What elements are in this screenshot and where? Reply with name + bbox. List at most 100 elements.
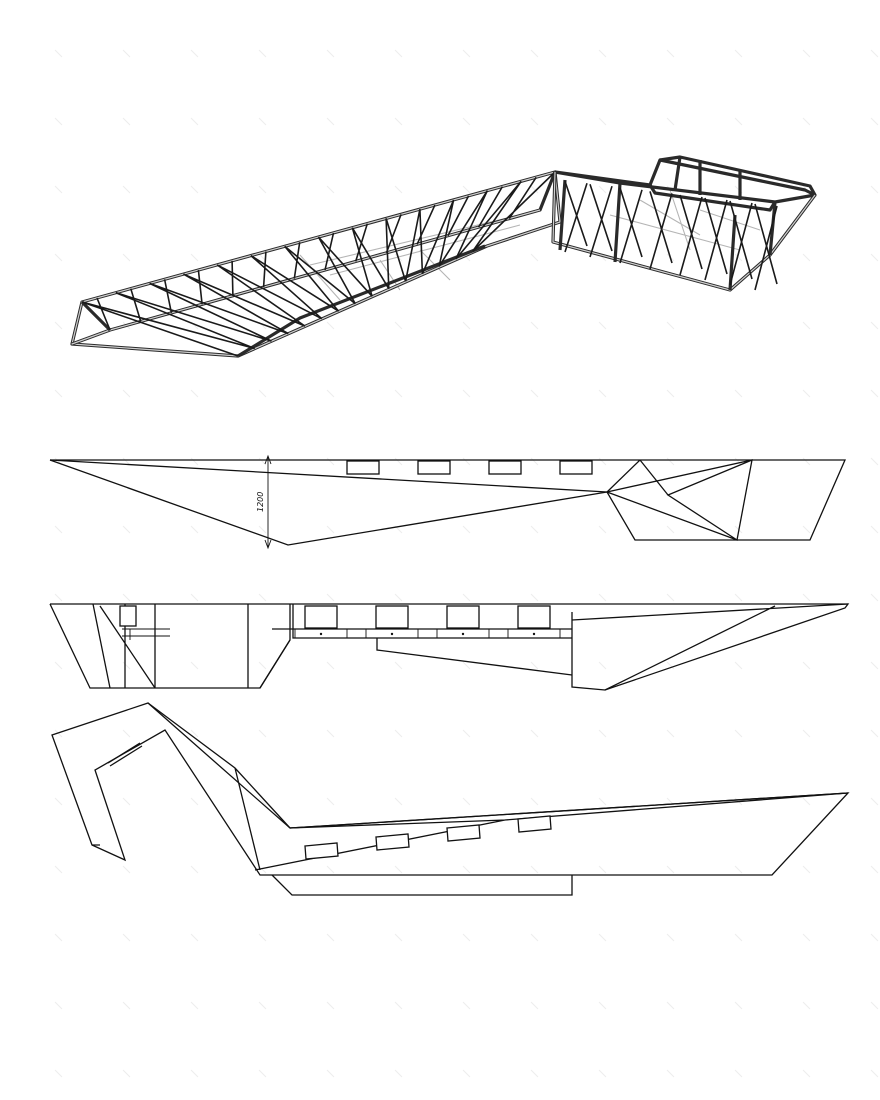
watermark-tick bbox=[462, 321, 471, 330]
elevation-left-block bbox=[49, 603, 291, 689]
watermark-tick bbox=[802, 49, 811, 58]
watermark-tick bbox=[530, 797, 539, 806]
watermark-tick bbox=[54, 661, 63, 670]
watermark-tick bbox=[462, 933, 471, 942]
watermark-tick bbox=[190, 933, 199, 942]
watermark-tick bbox=[666, 593, 675, 602]
plan-window-2 bbox=[417, 460, 451, 475]
elevation-left-shelf bbox=[122, 628, 170, 640]
watermark-tick bbox=[190, 525, 199, 534]
watermark-tick bbox=[122, 49, 131, 58]
watermark-tick bbox=[870, 525, 879, 534]
watermark-tick bbox=[394, 661, 403, 670]
watermark-tick bbox=[394, 457, 403, 466]
watermark-tick bbox=[54, 389, 63, 398]
watermark-tick bbox=[326, 593, 335, 602]
watermark-tick bbox=[258, 729, 267, 738]
watermark-tick bbox=[462, 49, 471, 58]
watermark-tick bbox=[530, 1069, 539, 1078]
watermark-tick bbox=[666, 1001, 675, 1010]
watermark-tick bbox=[462, 457, 471, 466]
watermark-tick bbox=[666, 865, 675, 874]
watermark-tick bbox=[190, 593, 199, 602]
watermark-tick bbox=[530, 593, 539, 602]
rear-base bbox=[271, 874, 573, 896]
watermark-tick bbox=[326, 865, 335, 874]
watermark-tick bbox=[666, 321, 675, 330]
watermark-tick bbox=[734, 1001, 743, 1010]
watermark-tick bbox=[802, 253, 811, 262]
watermark-tick bbox=[734, 1069, 743, 1078]
watermark-tick bbox=[462, 185, 471, 194]
watermark-tick bbox=[870, 1001, 879, 1010]
rear-window-4 bbox=[517, 815, 552, 833]
rear-facets bbox=[92, 702, 849, 871]
watermark-tick bbox=[394, 1069, 403, 1078]
watermark-tick bbox=[734, 933, 743, 942]
watermark-tick bbox=[54, 49, 63, 58]
watermark-tick bbox=[394, 729, 403, 738]
watermark-tick bbox=[122, 185, 131, 194]
watermark-tick bbox=[598, 389, 607, 398]
watermark-tick bbox=[258, 525, 267, 534]
watermark-tick bbox=[870, 729, 879, 738]
watermark-tick bbox=[394, 933, 403, 942]
watermark-tick bbox=[122, 1069, 131, 1078]
watermark-tick bbox=[54, 117, 63, 126]
watermark-tick bbox=[666, 389, 675, 398]
watermark-tick bbox=[802, 865, 811, 874]
monitor-unit bbox=[294, 605, 348, 639]
watermark-tick bbox=[122, 797, 131, 806]
watermark-tick bbox=[734, 593, 743, 602]
watermark-tick bbox=[54, 593, 63, 602]
plan-window-4 bbox=[559, 460, 593, 475]
watermark-tick bbox=[530, 389, 539, 398]
watermark-tick bbox=[734, 253, 743, 262]
watermark-tick bbox=[734, 117, 743, 126]
truss-head-webs bbox=[564, 180, 778, 291]
watermark-tick bbox=[734, 661, 743, 670]
watermark-tick bbox=[54, 1001, 63, 1010]
watermark-tick bbox=[870, 389, 879, 398]
watermark-tick bbox=[258, 661, 267, 670]
watermark-tick bbox=[598, 525, 607, 534]
watermark-tick bbox=[870, 933, 879, 942]
watermark-tick bbox=[394, 797, 403, 806]
watermark-tick bbox=[462, 661, 471, 670]
plan-lower-edge bbox=[49, 459, 608, 546]
watermark-tick bbox=[258, 185, 267, 194]
watermark-tick bbox=[598, 321, 607, 330]
watermark-tick bbox=[258, 389, 267, 398]
watermark-tick bbox=[462, 865, 471, 874]
watermark-tick bbox=[530, 49, 539, 58]
watermark-tick bbox=[258, 933, 267, 942]
rear-elevation-view bbox=[51, 702, 850, 896]
watermark-tick bbox=[394, 49, 403, 58]
watermark-tick bbox=[326, 1001, 335, 1010]
watermark-pattern bbox=[54, 49, 879, 1078]
watermark-tick bbox=[734, 865, 743, 874]
monitor-unit bbox=[507, 605, 561, 639]
watermark-tick bbox=[530, 729, 539, 738]
monitor-dot bbox=[319, 632, 323, 636]
watermark-tick bbox=[258, 49, 267, 58]
watermark-tick bbox=[666, 661, 675, 670]
watermark-tick bbox=[530, 865, 539, 874]
truss-head-box bbox=[551, 155, 817, 292]
watermark-tick bbox=[462, 117, 471, 126]
watermark-tick bbox=[598, 49, 607, 58]
watermark-tick bbox=[530, 457, 539, 466]
watermark-tick bbox=[326, 321, 335, 330]
watermark-tick bbox=[122, 525, 131, 534]
watermark-tick bbox=[802, 389, 811, 398]
watermark-tick bbox=[190, 729, 199, 738]
watermark-tick bbox=[734, 321, 743, 330]
watermark-tick bbox=[394, 185, 403, 194]
elevation-left-members bbox=[92, 603, 291, 689]
watermark-tick bbox=[666, 525, 675, 534]
watermark-tick bbox=[54, 525, 63, 534]
monitor-screen bbox=[304, 605, 338, 629]
watermark-tick bbox=[54, 185, 63, 194]
watermark-tick bbox=[530, 933, 539, 942]
watermark-tick bbox=[190, 661, 199, 670]
